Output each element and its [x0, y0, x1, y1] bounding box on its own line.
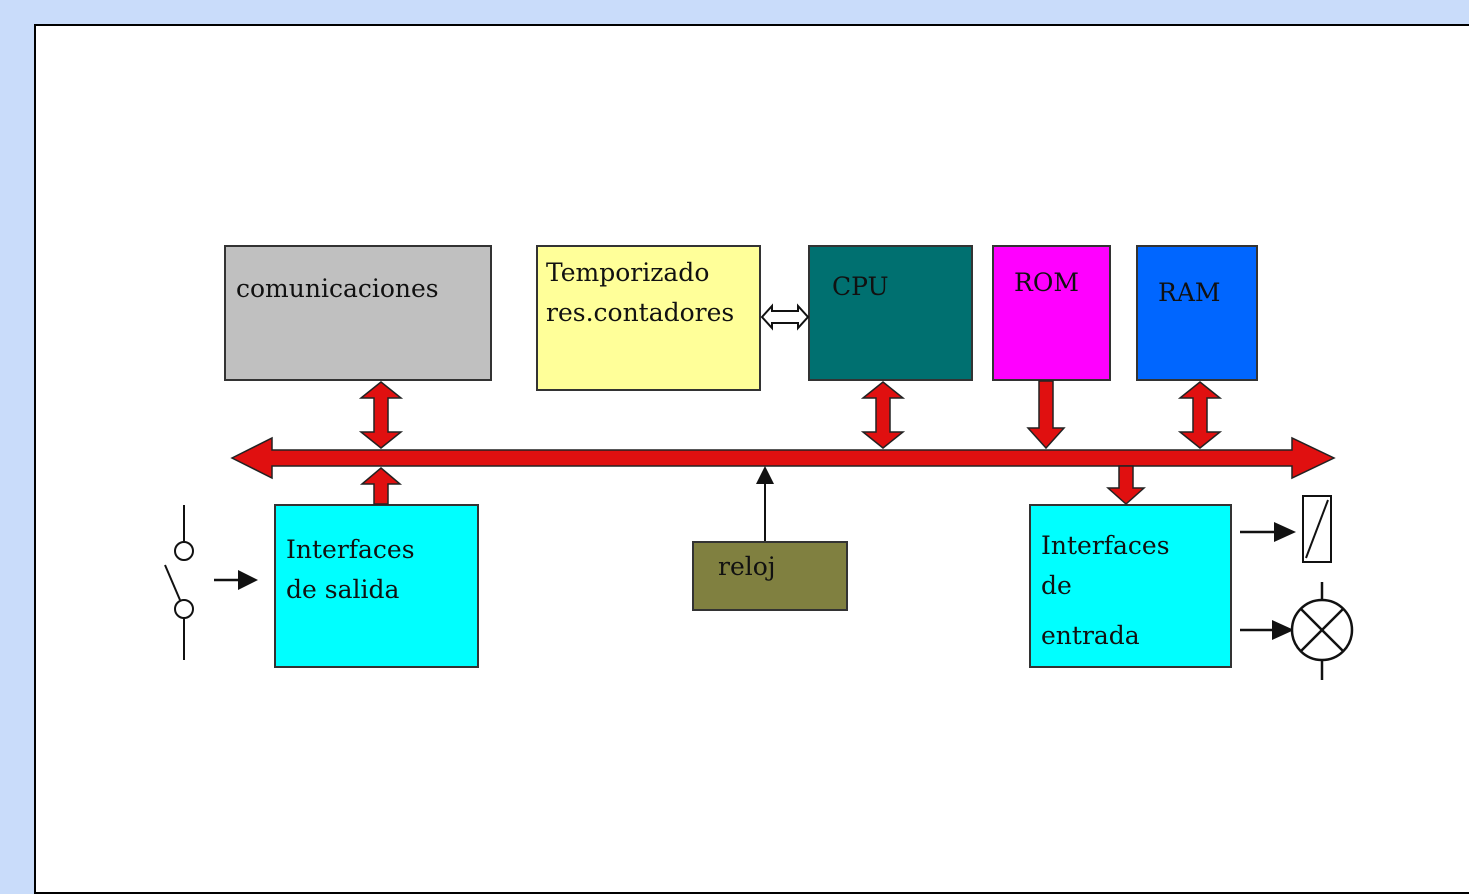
rom-block: ROM: [992, 245, 1111, 381]
rom-label: ROM: [1014, 268, 1079, 297]
temporizadores-cpu-arrow: [760, 303, 810, 331]
reloj-block: reloj: [692, 541, 848, 611]
relay-coil-symbol: [1302, 495, 1332, 563]
system-bus-arrow: [230, 436, 1336, 480]
entrada-to-lamp-arrow: [1240, 620, 1294, 640]
cpu-label: CPU: [832, 272, 889, 301]
interfaces-entrada-label-line3: entrada: [1041, 621, 1140, 650]
interfaces-salida-label-line2: de salida: [286, 575, 400, 604]
rom-bus-arrow: [1026, 380, 1066, 450]
reloj-label: reloj: [718, 552, 776, 581]
reloj-bus-arrowhead: [756, 466, 774, 484]
entrada-to-coil-arrow: [1240, 522, 1296, 542]
temporizadores-block: Temporizado res.contadores: [536, 245, 761, 391]
cpu-block: CPU: [808, 245, 973, 381]
cpu-bus-arrow: [860, 381, 906, 449]
ram-bus-arrow: [1177, 381, 1223, 449]
switch-symbol: [164, 505, 194, 660]
interfaces-entrada-label-line2: de: [1041, 571, 1072, 600]
comunicaciones-label: comunicaciones: [236, 274, 439, 303]
temporizadores-label-line2: res.contadores: [546, 298, 735, 327]
interfaces-entrada-label-line1: Interfaces: [1041, 531, 1170, 560]
comunicaciones-bus-arrow: [358, 381, 404, 449]
ram-block: RAM: [1136, 245, 1258, 381]
temporizadores-label-line1: Temporizado: [546, 258, 710, 287]
entrada-bus-arrow: [1106, 465, 1146, 506]
lamp-symbol: [1290, 582, 1354, 680]
switch-to-salida-arrow: [214, 570, 258, 590]
interfaces-salida-block: Interfaces de salida: [274, 504, 479, 668]
salida-bus-arrow: [359, 467, 403, 505]
interfaces-entrada-block: Interfaces de entrada: [1029, 504, 1232, 668]
ram-label: RAM: [1158, 278, 1221, 307]
comunicaciones-block: comunicaciones: [224, 245, 492, 381]
interfaces-salida-label-line1: Interfaces: [286, 535, 415, 564]
